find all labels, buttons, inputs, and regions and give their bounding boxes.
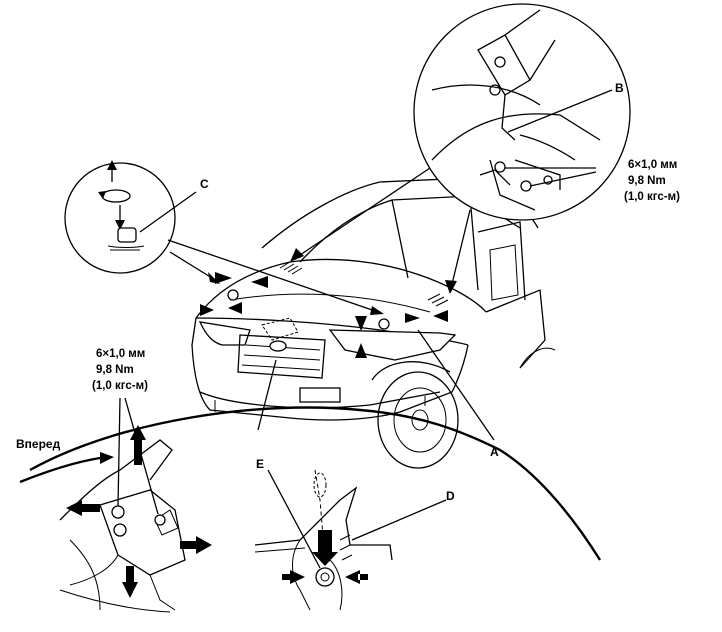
detail-c-circle [64, 160, 197, 274]
leader-b-2 [451, 209, 471, 285]
detail-b-circle [413, 3, 631, 221]
bolt-icon [107, 227, 145, 251]
ground-line [29, 406, 501, 472]
leader-a [417, 329, 495, 441]
svg-text:(1,0 кгс-м): (1,0 кгс-м) [624, 191, 680, 203]
leader-c-2 [167, 239, 379, 313]
detail-de [254, 469, 447, 611]
bolt-icon [111, 505, 125, 519]
rotation-arrow-icon [98, 160, 131, 230]
svg-text:6×1,0 мм: 6×1,0 мм [628, 159, 677, 171]
svg-text:(1,0 кгс-м): (1,0 кгс-м) [92, 380, 148, 392]
direction-label: Вперед [16, 437, 61, 451]
spec-left: 6×1,0 мм 9,8 Nm (1,0 кгс-м) [92, 348, 148, 392]
leader-c-1 [169, 251, 213, 279]
callout-e: E [256, 457, 264, 471]
car-illustration [191, 177, 556, 469]
hood-vent-right [427, 293, 449, 307]
hood-vent-left [279, 261, 303, 275]
hood-bumper-right [378, 318, 390, 330]
hood-bumper-left [227, 289, 239, 301]
callout-c: C [200, 177, 209, 191]
svg-text:6×1,0 мм: 6×1,0 мм [96, 348, 145, 360]
svg-text:9,8 Nm: 9,8 Nm [628, 175, 666, 187]
leader-b-1 [299, 167, 431, 256]
leader-latch [257, 359, 277, 431]
svg-text:9,8 Nm: 9,8 Nm [96, 364, 134, 376]
bolt-icon [315, 567, 335, 587]
callout-d: D [446, 489, 455, 503]
latch-detail [59, 397, 212, 613]
adjust-arrow-icon [312, 530, 338, 566]
callout-a: A [490, 445, 499, 459]
forward-arrow-icon [19, 452, 114, 484]
spec-upper-right: 6×1,0 мм 9,8 Nm (1,0 кгс-м) [624, 159, 680, 203]
callout-b: B [615, 81, 624, 95]
gap-arrows [200, 272, 448, 358]
